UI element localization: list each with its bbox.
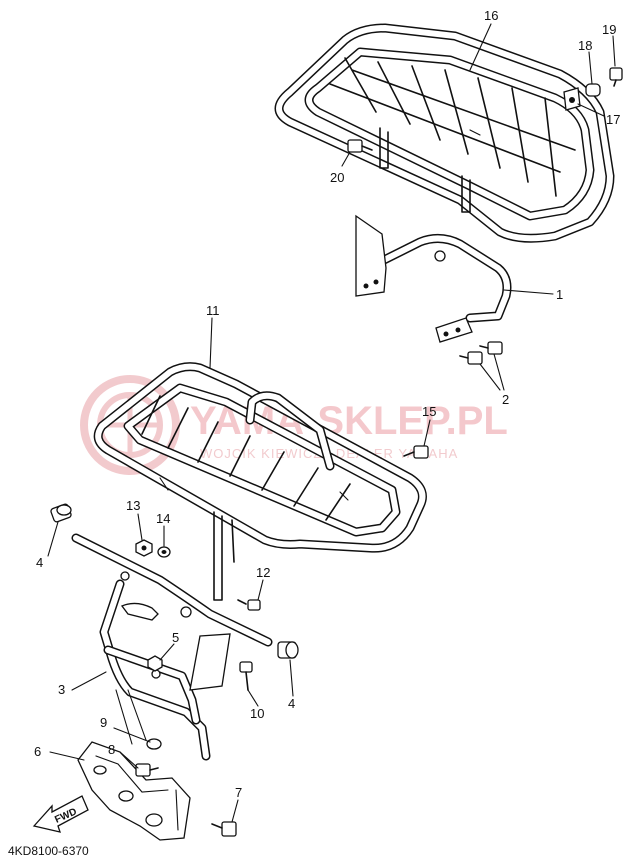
part-label-8: 8 bbox=[108, 742, 115, 757]
bolt-10-icon bbox=[239, 661, 253, 691]
part-label-4-left: 4 bbox=[36, 555, 43, 570]
part-label-3: 3 bbox=[58, 682, 65, 697]
washer-9-icon bbox=[146, 738, 162, 750]
grommet-right-icon bbox=[277, 641, 299, 659]
bolt-7-icon bbox=[211, 821, 237, 837]
part-label-18: 18 bbox=[578, 38, 592, 53]
part-label-13: 13 bbox=[126, 498, 140, 513]
nut-5-icon bbox=[147, 655, 163, 672]
fwd-arrow: FWD bbox=[32, 795, 89, 833]
bolt-20-icon bbox=[347, 139, 373, 153]
part-label-5: 5 bbox=[172, 630, 179, 645]
part-label-9: 9 bbox=[100, 715, 107, 730]
fasteners bbox=[50, 67, 623, 837]
leader-lines bbox=[47, 23, 616, 823]
stay-right-bracket bbox=[435, 317, 473, 343]
front-guard bbox=[71, 533, 273, 761]
part-label-16: 16 bbox=[484, 8, 498, 23]
bolt-2a-icon bbox=[479, 341, 503, 355]
drawing-code: 4KD8100-6370 bbox=[8, 844, 89, 858]
fwd-arrow-icon bbox=[32, 795, 89, 833]
collar-18-icon bbox=[585, 83, 601, 97]
part-label-17: 17 bbox=[606, 112, 620, 127]
front-carrier bbox=[93, 362, 427, 601]
part-label-15: 15 bbox=[422, 404, 436, 419]
part-labels: 1 2 3 4 4 5 6 7 8 9 10 11 12 13 14 15 16… bbox=[34, 8, 620, 800]
washer-14-icon bbox=[157, 546, 171, 558]
bolt-2b-icon bbox=[459, 351, 483, 365]
bolt-19-icon bbox=[609, 67, 623, 87]
bolt-15-icon bbox=[403, 445, 429, 459]
clip-17-icon bbox=[563, 87, 581, 111]
part-label-14: 14 bbox=[156, 511, 170, 526]
part-label-19: 19 bbox=[602, 22, 616, 37]
part-label-2: 2 bbox=[502, 392, 509, 407]
skid-plate bbox=[77, 741, 191, 841]
part-label-11: 11 bbox=[206, 303, 220, 318]
carrier-stay bbox=[355, 214, 512, 343]
part-label-1: 1 bbox=[556, 287, 563, 302]
stay-left-bracket bbox=[355, 214, 387, 297]
part-label-20: 20 bbox=[330, 170, 344, 185]
rear-carrier bbox=[274, 23, 615, 243]
part-label-6: 6 bbox=[34, 744, 41, 759]
part-label-10: 10 bbox=[250, 706, 264, 721]
bolt-8-icon bbox=[135, 763, 159, 777]
bolt-12-icon bbox=[237, 599, 261, 611]
grommet-left-icon bbox=[50, 503, 72, 523]
part-label-12: 12 bbox=[256, 565, 270, 580]
part-label-4-right: 4 bbox=[288, 696, 295, 711]
nut-13-icon bbox=[135, 539, 153, 557]
part-label-7: 7 bbox=[235, 785, 242, 800]
guard-plate bbox=[189, 633, 231, 691]
